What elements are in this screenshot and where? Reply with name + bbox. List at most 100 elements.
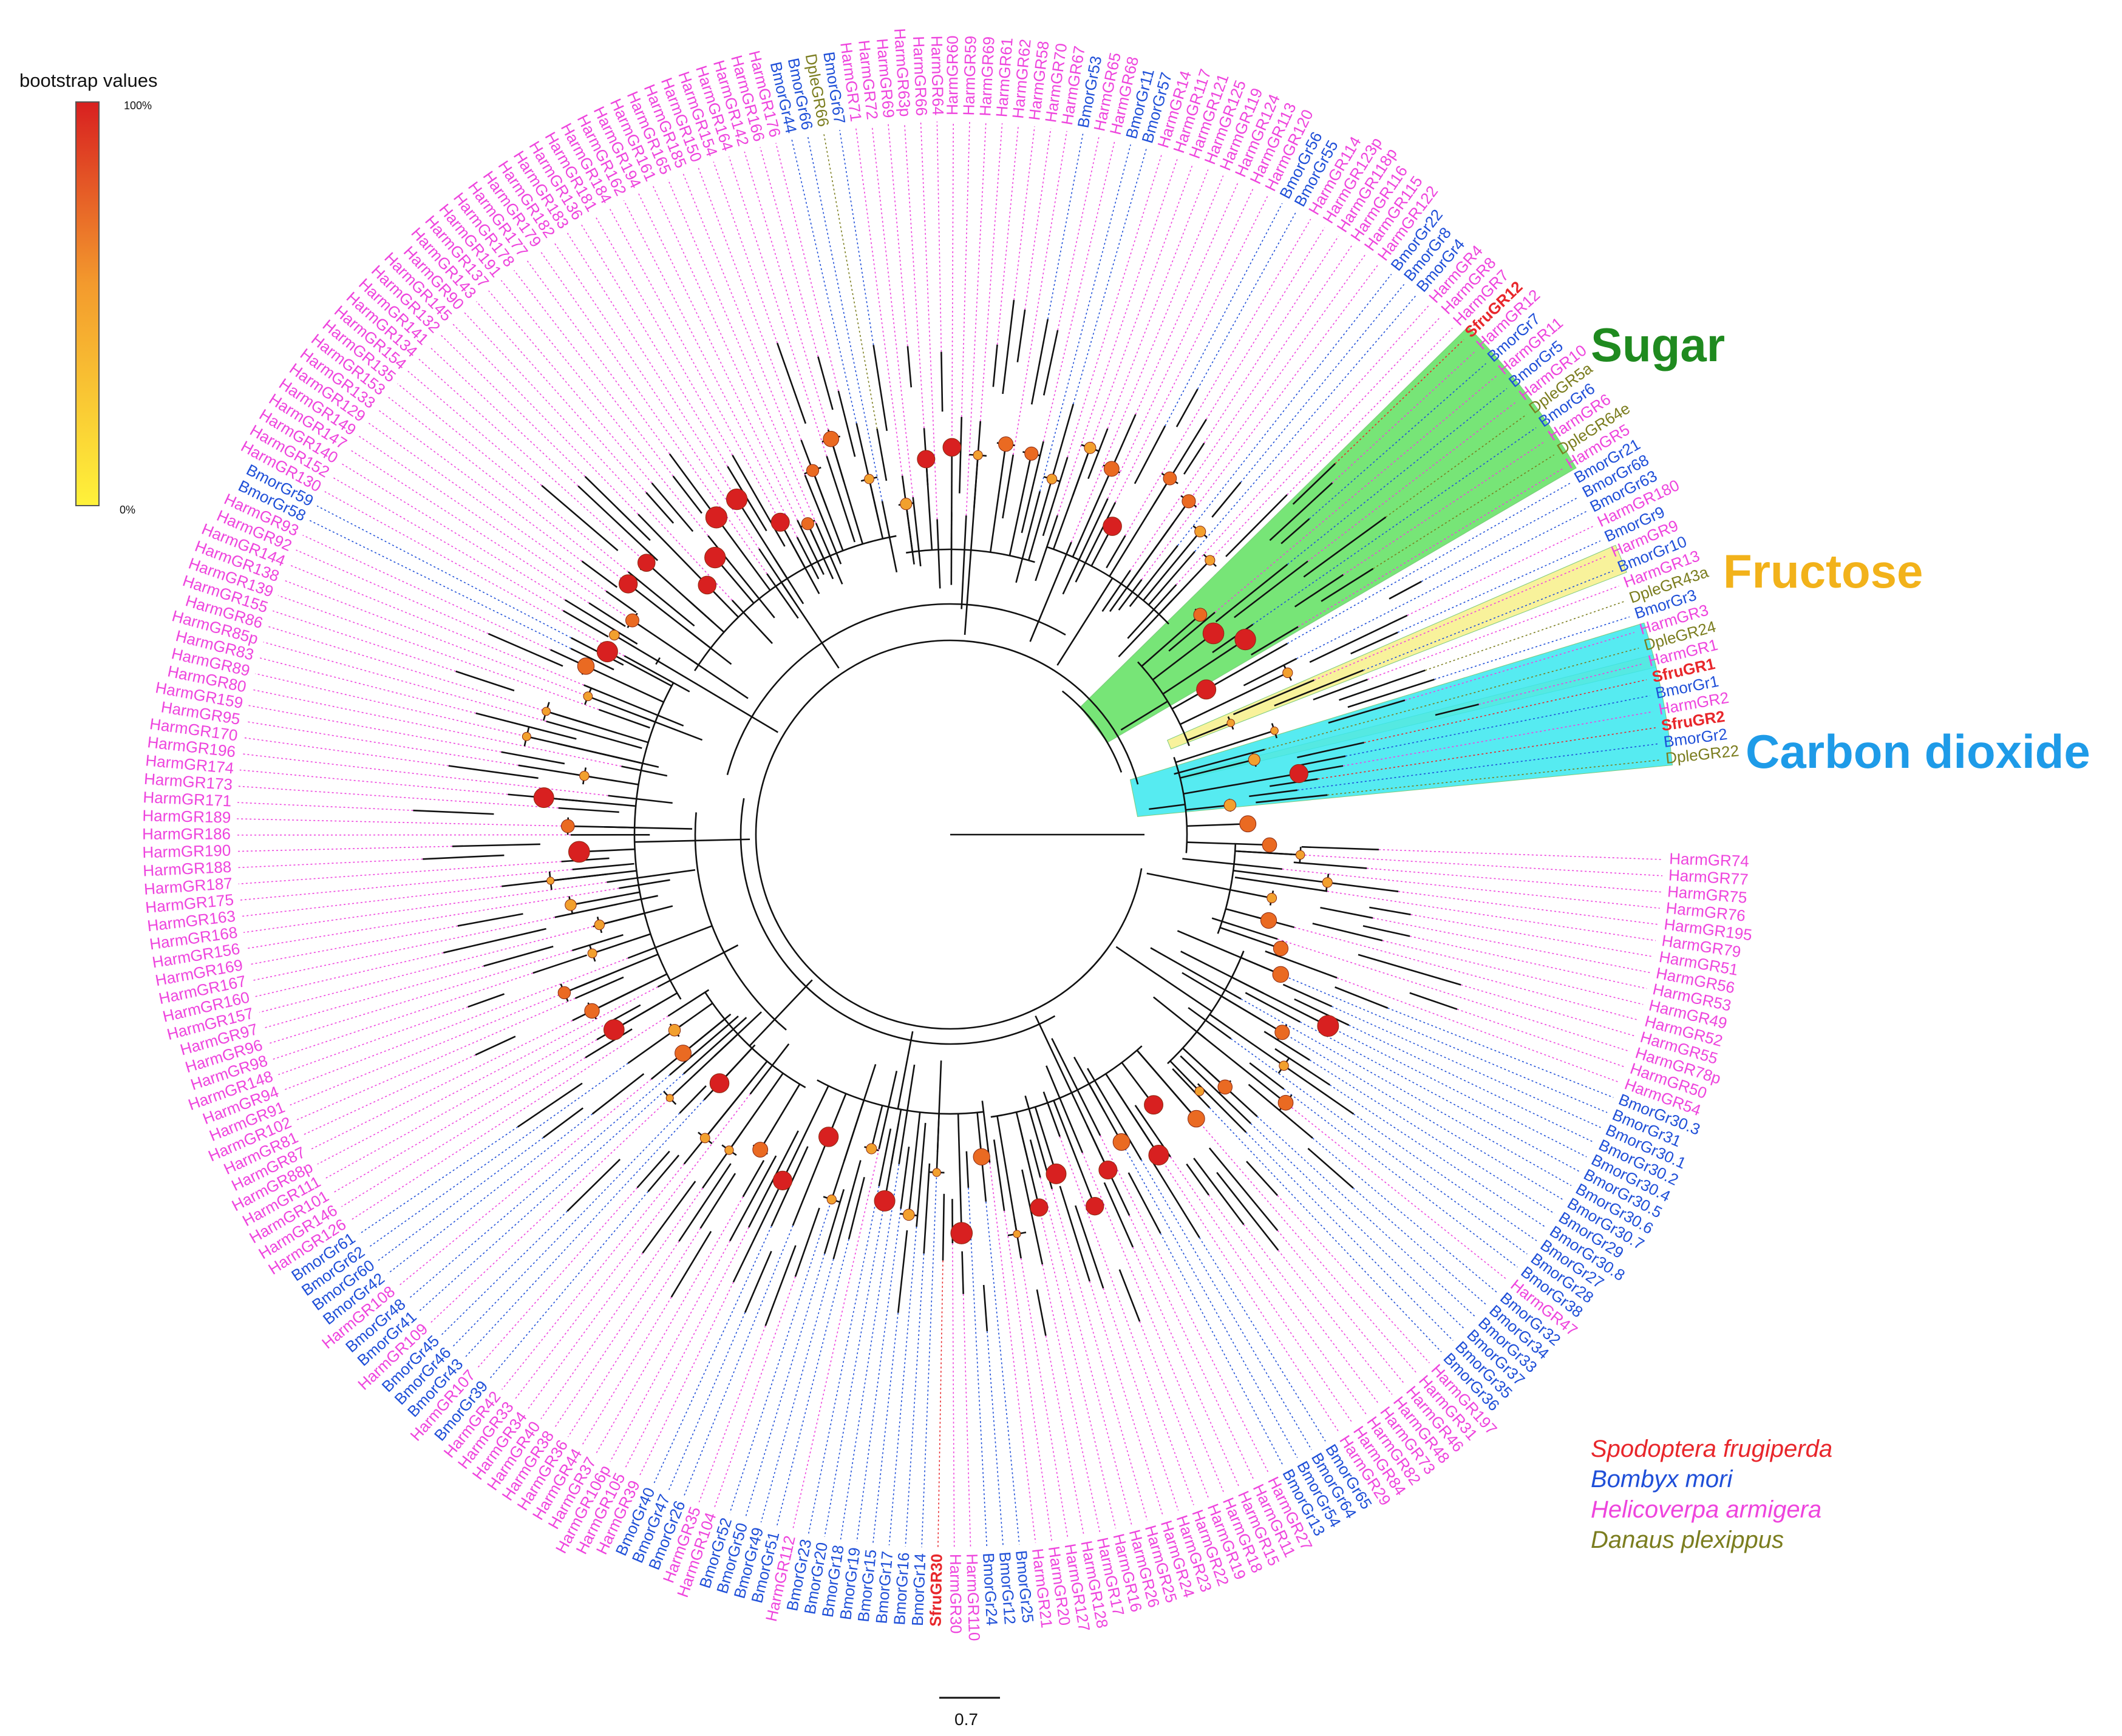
clade-arc [1167, 951, 1245, 1065]
leader-line [1297, 743, 1658, 791]
terminal-branch [577, 485, 659, 561]
group-label-fructose: Fructose [1723, 544, 1923, 598]
internal-branch [607, 651, 672, 687]
leader-line [1397, 540, 1601, 633]
terminal-branch [642, 1181, 696, 1253]
terminal-branch [598, 708, 650, 729]
internal-branch [585, 665, 664, 703]
bootstrap-node [1144, 1095, 1164, 1115]
bootstrap-node [1234, 628, 1256, 651]
leader-line [1312, 1138, 1498, 1294]
leader-line [1268, 1023, 1563, 1201]
bootstrap-node [609, 629, 620, 641]
leader-line [1199, 1237, 1326, 1442]
leader-line [1047, 134, 1084, 319]
leader-line [728, 156, 828, 456]
terminal-branch [619, 879, 670, 889]
terminal-branch [565, 599, 638, 645]
terminal-branch [1183, 442, 1205, 475]
leader-line [430, 1056, 715, 1324]
leader-line [824, 1164, 892, 1537]
leader-line [1104, 1111, 1298, 1458]
leader-line [1398, 890, 1658, 925]
terminal-branch [1292, 463, 1336, 505]
leader-line [807, 135, 883, 501]
leader-line [333, 1039, 597, 1193]
leader-line [1013, 126, 1035, 300]
leader-line [1056, 158, 1178, 516]
internal-branch [591, 973, 668, 1012]
leader-line [243, 737, 449, 767]
terminal-branch [1075, 502, 1117, 583]
internal-branch [614, 634, 659, 662]
bootstrap-node [704, 546, 726, 569]
leader-line [540, 1187, 703, 1419]
terminal-branch [583, 684, 684, 727]
leader-line [1309, 1059, 1555, 1215]
leader-line [475, 301, 647, 493]
internal-branch [1186, 822, 1248, 827]
internal-branch [715, 517, 771, 591]
leader-line [359, 1126, 519, 1235]
leader-line [1082, 1152, 1225, 1494]
internal-branch [599, 912, 645, 926]
terminal-branch [993, 1139, 1005, 1212]
bootstrap-node [1322, 877, 1333, 888]
leader-line [273, 972, 534, 1060]
bootstrap-node [1202, 622, 1225, 645]
terminal-branch [1299, 755, 1346, 767]
leader-line [1307, 401, 1517, 562]
internal-branch [1052, 447, 1091, 550]
bootstrap-node [900, 498, 913, 510]
terminal-branch [961, 1251, 964, 1294]
bootstrap-node [1270, 726, 1279, 735]
leader-line [1057, 137, 1100, 331]
leader-line [1387, 1008, 1614, 1098]
colorbar-max-label: 100% [124, 100, 152, 112]
terminal-branch [1050, 404, 1075, 481]
bootstrap-node [1317, 1015, 1339, 1037]
terminal-branch [1101, 569, 1131, 612]
leader-line [791, 139, 857, 424]
terminal-branch [732, 455, 786, 547]
leader-line [368, 1063, 628, 1248]
bootstrap-node [752, 1142, 769, 1158]
terminal-branch [742, 1160, 765, 1198]
internal-branch [831, 1100, 865, 1200]
leader-line [1410, 914, 1653, 957]
bootstrap-node [1103, 517, 1122, 536]
internal-branch [1183, 773, 1299, 795]
leader-line [1404, 632, 1635, 701]
terminal-branch [679, 1085, 707, 1114]
bootstrap-node [1193, 608, 1208, 622]
terminal-branch [608, 795, 673, 804]
leader-line [1373, 454, 1555, 569]
terminal-branch [1180, 1055, 1251, 1124]
bootstrap-node [1112, 1133, 1131, 1151]
leader-line [1460, 984, 1635, 1037]
leader-line [653, 1226, 772, 1484]
terminal-branch [1256, 794, 1328, 804]
terminal-branch [1339, 670, 1426, 701]
leader-line [989, 1162, 1036, 1543]
internal-branch [674, 1002, 713, 1031]
terminal-branch [1303, 516, 1387, 578]
terminal-branch [1328, 699, 1406, 724]
leader-line [855, 127, 903, 476]
leader-line [1277, 1195, 1430, 1363]
leader-line [1160, 1233, 1284, 1466]
leader-line [1170, 1156, 1353, 1424]
bootstrap-node [625, 613, 639, 628]
leader-line [968, 1187, 988, 1547]
leader-line [284, 957, 628, 1091]
bootstrap-node-markers [522, 430, 1339, 1244]
leader-line [1353, 1113, 1537, 1241]
leader-line [1282, 868, 1660, 909]
leader-line [324, 491, 625, 657]
terminal-branch [837, 390, 856, 457]
leader-line [610, 1240, 730, 1462]
bootstrap-node [1272, 966, 1289, 983]
leader-line [682, 173, 806, 476]
backbone-arc [755, 639, 1143, 1030]
terminal-branch [607, 869, 696, 883]
